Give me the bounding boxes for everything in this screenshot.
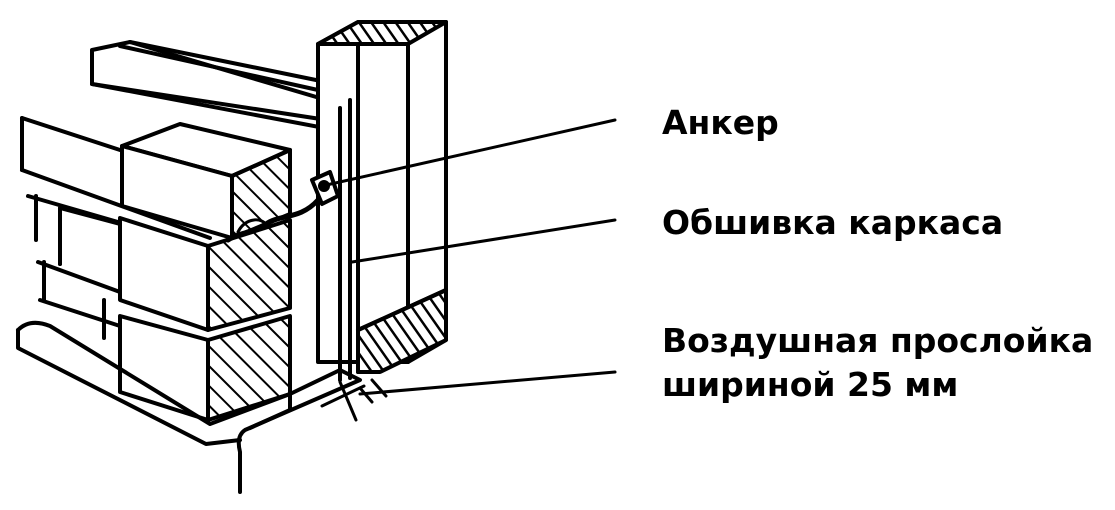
brick-veneer [20, 116, 292, 422]
label-air-gap-line2: шириной 25 мм [662, 365, 958, 404]
leader-air-gap [358, 370, 617, 396]
drawing [16, 20, 617, 494]
leader-lines [320, 118, 617, 396]
label-air-gap-line1: Воздушная прослойка [662, 321, 1093, 360]
label-anchor: Анкер [662, 103, 779, 142]
top-plate [90, 40, 357, 132]
air-gap-dimension [320, 378, 388, 422]
label-frame-sheathing: Обшивка каркаса [662, 203, 1003, 242]
base-flashing [16, 320, 362, 494]
anchor-tie [225, 170, 340, 243]
leader-anchor [320, 118, 617, 188]
leader-sheathing [350, 218, 617, 264]
frame-stud [316, 20, 448, 382]
